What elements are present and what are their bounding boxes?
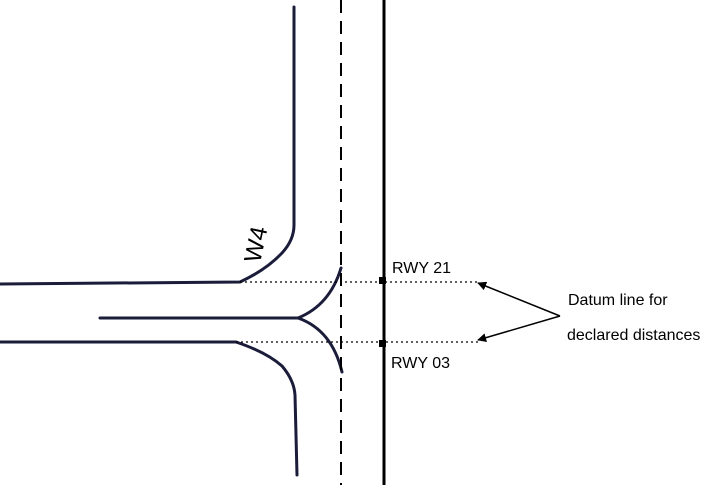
rwy-21-label: RWY 21 (392, 260, 451, 277)
taxiway-label: W4 (239, 224, 273, 265)
datum-annotation-line1: Datum line for (568, 292, 668, 309)
rwy-03-label: RWY 03 (391, 355, 450, 372)
rwy-21-marker (379, 277, 386, 284)
centerline-fillet-lower (296, 316, 344, 374)
rwy-03-marker (379, 340, 386, 347)
arrow-to-upper-datum (477, 281, 561, 317)
arrow-to-lower-datum (477, 315, 561, 343)
centerline-fillet-upper (296, 266, 343, 320)
datum-annotation-line2: declared distances (567, 327, 700, 344)
taxiway-upper-edge (0, 5, 296, 286)
taxiway-lower-edge (0, 340, 299, 477)
